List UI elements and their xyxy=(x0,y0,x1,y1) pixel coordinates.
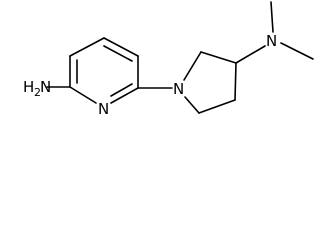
bond-ca-cb xyxy=(200,51,237,64)
pyrrolidine-n-label: N xyxy=(173,80,184,98)
amine-n-label: N xyxy=(40,78,51,96)
bond-cb-nme2 xyxy=(235,45,266,64)
pyrrolidine-ring xyxy=(183,51,237,114)
bond-n-methyl-1 xyxy=(270,1,274,33)
dimethylamine-n-label: N xyxy=(266,32,277,50)
pyridine-ring xyxy=(69,37,139,104)
amine-subscript-label: 2 xyxy=(34,86,41,99)
double-bond-c6-n1 xyxy=(110,83,133,97)
bond-cb-cc xyxy=(234,62,237,101)
bond-c6-n1 xyxy=(110,87,139,104)
bond-cc-cd xyxy=(198,99,236,114)
molecule-structure: H 2 N N N N xyxy=(23,1,314,118)
bond-n-methyl-2 xyxy=(280,42,314,60)
amine-h-label: H xyxy=(23,78,34,96)
bond-n-ca xyxy=(183,51,202,81)
bond-n1-c2 xyxy=(69,86,97,104)
double-bond-c4-c5 xyxy=(103,45,133,62)
pyridine-n-label: N xyxy=(98,100,109,118)
dimethylamino-group xyxy=(235,1,314,64)
bond-c4-c5 xyxy=(103,37,139,57)
bond-cd-n xyxy=(184,96,200,114)
bond-c3-c4 xyxy=(69,37,105,57)
